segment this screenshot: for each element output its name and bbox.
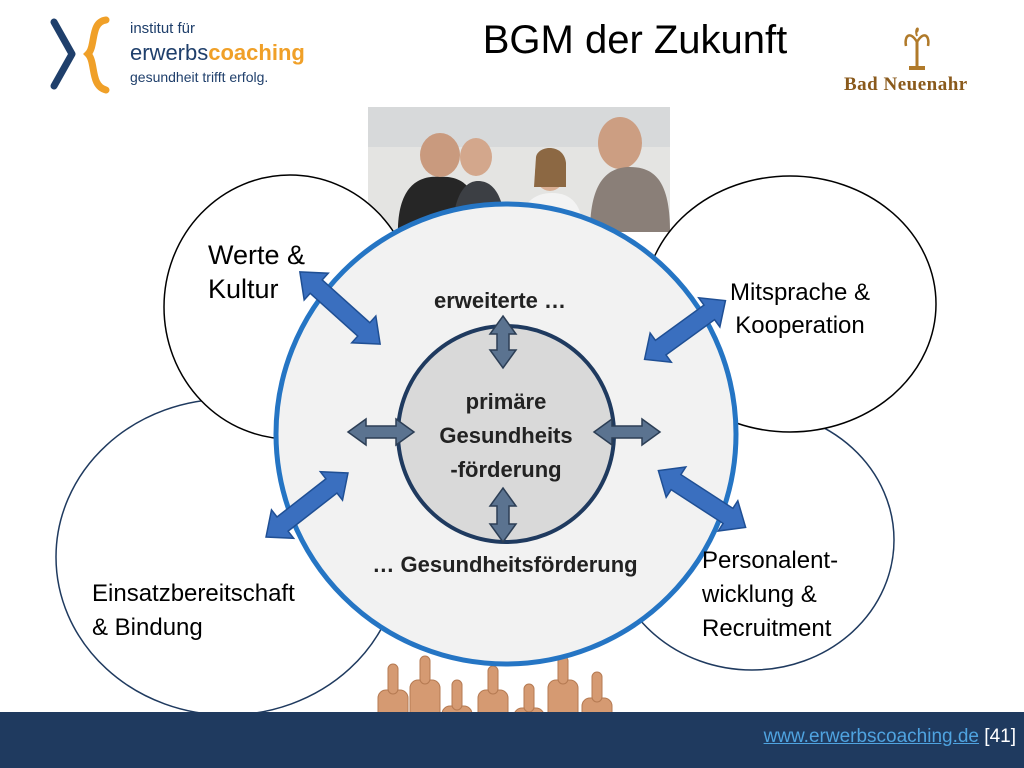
fountain-logo-icon xyxy=(904,27,930,70)
label-mitsprache-kooperation: Mitsprache & Kooperation xyxy=(729,279,871,339)
label-erweiterte: erweiterte … xyxy=(433,288,567,313)
page-title: BGM der Zukunft xyxy=(482,18,788,62)
footer-bar xyxy=(0,712,1024,768)
bad-neuenahr-logo: Bad Neuenahr xyxy=(844,74,968,95)
label-gesundheitsfoerderung: … Gesundheitsförderung xyxy=(372,552,638,577)
page-number: [41] xyxy=(984,726,1016,747)
logo-text-line3: gesundheit trifft erfolg. xyxy=(130,69,269,85)
logo-text-coaching: coaching xyxy=(208,40,305,65)
label-primaere-gesundheitsfoerderung: primäre Gesundheits -förderung xyxy=(439,389,573,482)
footer-website-link[interactable]: www.erwerbscoaching.de xyxy=(763,726,980,747)
label-einsatzbereitschaft-bindung: Einsatzbereitschaft & Bindung xyxy=(92,580,295,641)
institute-logo xyxy=(44,14,344,104)
logo-text-erwerbs: erwerbs xyxy=(130,40,209,65)
footer: www.erwerbscoaching.de [41] xyxy=(764,726,1016,748)
logo-text-line1: institut für xyxy=(130,20,196,37)
bracket-logo-icon xyxy=(50,16,110,94)
team-photo xyxy=(368,107,670,232)
label-personalentwicklung-recruitment: Personalent- wicklung & Recruitment xyxy=(702,547,839,642)
logo-text-line2: erwerbscoaching xyxy=(130,40,305,66)
label-werte-kultur: Werte & Kultur xyxy=(208,240,306,304)
